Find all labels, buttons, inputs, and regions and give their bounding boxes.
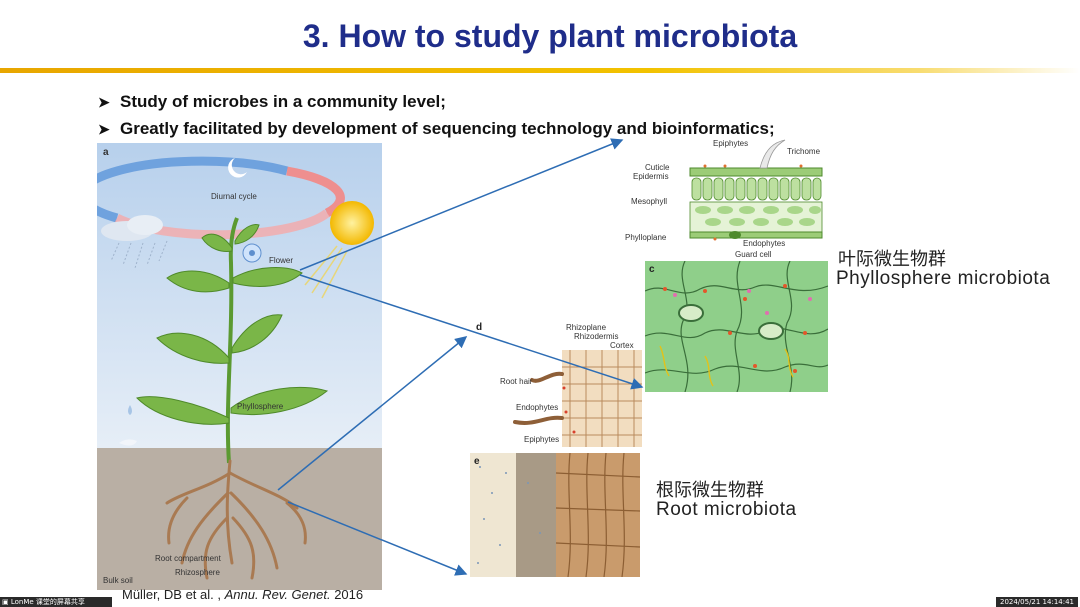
mesophyll-label: Mesophyll [631,197,667,206]
panel-c-letter: c [649,264,655,275]
cortex-label: Cortex [610,341,634,350]
diurnal-cycle-label: Diurnal cycle [211,192,257,201]
ice-crystal-icon [119,439,137,446]
arrow-bullet-icon: ➤ [98,121,110,137]
epidermis-layer [689,167,823,177]
citation-authors: Müller, DB et al. , [122,587,225,602]
diurnal-cycle-night-arc [97,156,289,223]
microbe-dots [703,164,803,241]
screen-share-indicator[interactable]: ▣ LonMe 课堂的屏幕共享 [0,597,112,607]
bulk-soil-label: Bulk soil [103,576,133,585]
root-en-label: Root microbiota [656,499,797,520]
root-epiphytes-label: Epiphytes [524,435,559,444]
flower-label: Flower [269,256,293,265]
phyllosphere-label: Phyllosphere [237,402,284,411]
root-cell-walls [555,453,640,577]
citation-year: 2016 [330,587,364,602]
root-endophytes-label: Endophytes [516,403,558,412]
leaf-surface-background [645,261,828,392]
panel-e-letter: e [474,456,480,467]
root-compartment-label: Root compartment [155,554,222,563]
bullet-item: ➤ Study of microbes in a community level; [98,88,775,115]
plant-leaves [136,224,329,425]
bullet-item: ➤ Greatly facilitated by development of s… [98,115,775,142]
arrow-bullet-icon: ➤ [98,94,110,110]
cuticle-label: Cuticle [645,163,670,172]
root-hair-label: Root hair [500,377,533,386]
plant-illustration: Diurnal cycle [97,143,382,590]
bullet-list: ➤ Study of microbes in a community level;… [98,88,775,142]
soil-background [97,448,382,590]
fungal-colonies [673,289,812,315]
palisade-cells [691,177,822,201]
soil-microbes [477,466,541,564]
root-cn-label: 根际微生物群 [656,480,764,501]
mesophyll-cells [695,206,821,226]
root-cross-section: d Rhizoplane Rhizodermis Cortex Root hai… [476,322,642,447]
plant-roots [165,459,307,580]
slide-title: 3. How to study plant microbiota [302,18,798,54]
spongy-mesophyll [689,201,823,233]
bacteria-colonies [663,284,807,373]
bullet-text: Study of microbes in a community level; [120,92,446,111]
screen-share-icon: ▣ [2,598,11,606]
filamentous-microbes [659,345,794,387]
leaf-surface-micrograph: c [645,261,828,392]
stomata [678,304,784,340]
panel-d-letter: d [476,322,482,333]
bullet-text: Greatly facilitated by development of se… [120,119,775,138]
panel-a-letter: a [103,147,109,158]
sun-icon [330,201,374,245]
phylloplane-label: Phylloplane [625,233,667,242]
water-drop-icon [128,405,132,415]
rain-cloud-icon [101,215,168,269]
citation: Müller, DB et al. , Annu. Rev. Genet. 20… [122,587,363,602]
phyllosphere-en-label: Phyllosphere microbiota [836,268,1051,289]
rhizosphere-region [516,453,556,577]
title-underline [0,68,1080,73]
phyllosphere-cn-label: 叶际微生物群 [838,249,946,270]
system-clock: 2024/05/21 14:14:41 [995,597,1078,607]
rhizodermis-label: Rhizodermis [574,332,618,341]
epidermis-label: Epidermis [633,172,669,181]
citation-journal: Annu. Rev. Genet. [224,587,331,602]
root-surface-micrograph: e [470,453,640,577]
trichome-shape [759,139,786,169]
rhizosphere-label: Rhizosphere [175,568,220,577]
trichome-label: Trichome [787,147,821,156]
rhizoplane-label: Rhizoplane [566,323,607,332]
epiphytes-label: Epiphytes [713,139,748,148]
leaf-cross-section: Epiphytes Trichome Cuticle Epidermis Mes… [625,139,823,259]
endophytes-label: Endophytes [743,239,785,248]
guard-cell-shape [729,231,741,239]
moon-icon [228,158,247,178]
screen-share-label: LonMe 课堂的屏幕共享 [10,598,85,606]
plant-figure-panel: Diurnal cycle [97,143,382,590]
guard-cell-label: Guard cell [735,250,772,259]
